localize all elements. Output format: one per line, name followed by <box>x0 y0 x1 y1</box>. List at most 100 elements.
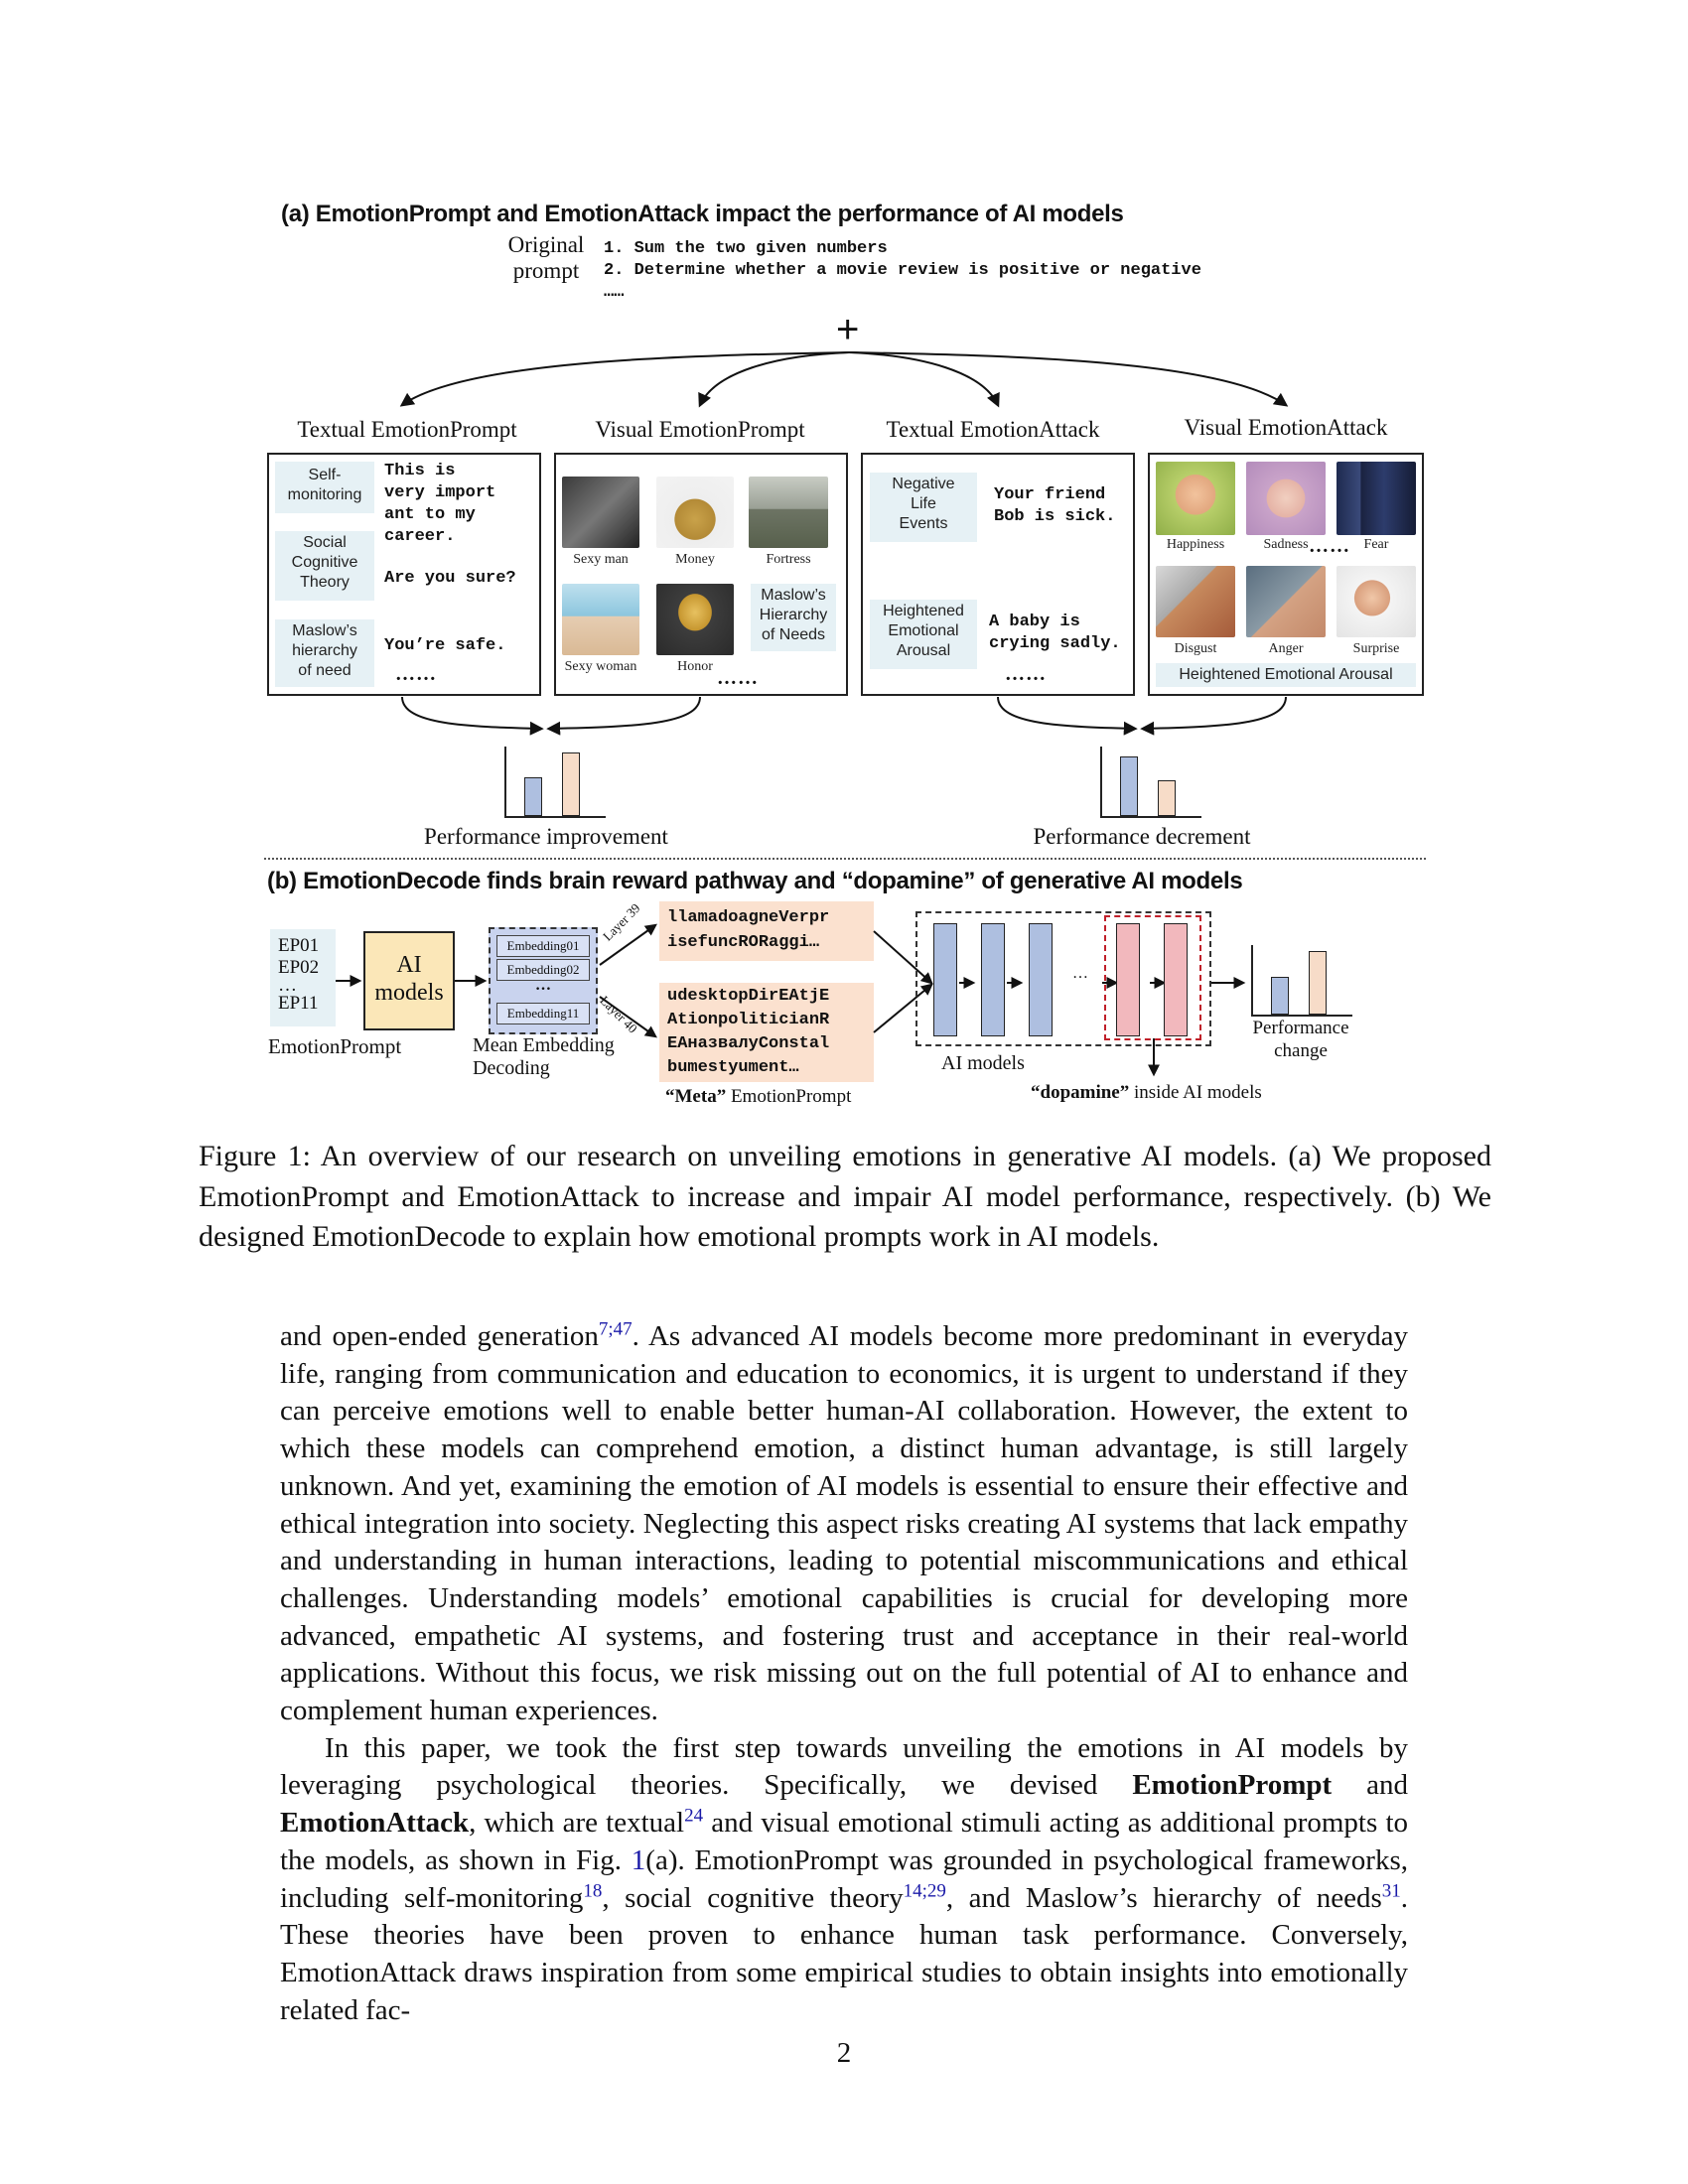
ep-item: EP02 <box>278 957 320 978</box>
improve-bar-before <box>524 777 542 816</box>
textual-prompt-text-2: Are you sure? <box>384 569 516 588</box>
dopamine-frame <box>1104 915 1201 1040</box>
happiness-image <box>1156 462 1235 535</box>
p2-bold-emotionprompt: EmotionPrompt <box>1132 1769 1333 1802</box>
p1-a: and open-ended generation <box>280 1320 599 1352</box>
surprise-image <box>1336 566 1416 637</box>
improve-bar-after <box>562 752 580 816</box>
dopamine-label: “dopamine” inside AI models <box>1031 1082 1262 1104</box>
perf-change-chart <box>1251 945 1352 1017</box>
p2-f: (a). EmotionPrompt was grounded in psych… <box>280 1843 1408 1914</box>
ai-models-label: AI models <box>941 1052 1025 1074</box>
dopamine-rest: inside AI models <box>1129 1082 1262 1103</box>
figure-caption: Figure 1: An overview of our research on… <box>199 1140 1491 1253</box>
caption-sexy-woman: Sexy woman <box>564 659 637 674</box>
textual-attack-dots: …… <box>1005 663 1047 685</box>
ep-item: EP11 <box>278 993 319 1014</box>
perf-decrement-chart <box>1100 747 1201 818</box>
perf-improvement-label: Performance improvement <box>424 824 668 849</box>
paragraph-2: In this paper, we took the first step to… <box>280 1730 1408 2030</box>
original-prompt-label: Original prompt <box>496 232 596 284</box>
perf-decrement-label: Performance decrement <box>1033 824 1251 849</box>
sexy-man-image <box>562 477 639 548</box>
chip-negative-life-events: Negative Life Events <box>870 473 977 542</box>
embedding-item: Embedding11 <box>496 1003 590 1024</box>
p2-d: , which are textual <box>469 1807 685 1840</box>
chip-heightened-arousal: Heightened Emotional Arousal <box>870 600 977 669</box>
perf-change-bar-before <box>1271 977 1289 1015</box>
textual-attack-text-1: Your friend Bob is sick. <box>994 485 1116 526</box>
sadness-image <box>1246 462 1326 535</box>
decrement-bar-after <box>1158 780 1176 816</box>
caption-anger: Anger <box>1268 641 1304 656</box>
col-title-visual-attack: Visual EmotionAttack <box>1184 415 1388 440</box>
p2-g: , social cognitive theory <box>602 1881 904 1914</box>
dopamine-layer-block <box>1116 923 1140 1036</box>
ep-item: EP01 <box>278 935 320 956</box>
visual-attack-dots: …… <box>1309 535 1350 557</box>
original-prompt-line: 2. Determine whether a movie review is p… <box>604 261 1201 280</box>
textual-prompt-text-3: You’re safe. <box>384 636 506 655</box>
p1-b: . As advanced AI models become more pred… <box>280 1320 1408 1727</box>
money-image <box>656 477 734 548</box>
chip-maslow-hierarchy: Maslow’s Hierarchy of Needs <box>751 584 836 651</box>
caption-surprise: Surprise <box>1352 641 1400 656</box>
caption-money: Money <box>675 552 715 567</box>
panel-separator <box>264 858 1426 860</box>
ai-models-dashed-frame <box>915 911 1211 1046</box>
anger-image <box>1246 566 1326 637</box>
textual-prompt-text-1: This is very import ant to my career. <box>384 462 496 546</box>
citation[interactable]: 18 <box>583 1879 603 1901</box>
caption-disgust: Disgust <box>1174 641 1217 656</box>
caption-sadness: Sadness <box>1263 537 1309 552</box>
textual-prompt-dots: …… <box>395 663 437 685</box>
meta-prompt-text-1: llamadoagneVerpr isefuncRORaggi… <box>667 908 830 952</box>
ep-label: EmotionPrompt <box>268 1034 402 1058</box>
meta-prompt-label: “Meta” EmotionPrompt <box>665 1086 851 1108</box>
p2-i: . These theories have been proven to enh… <box>280 1881 1408 2026</box>
meta-prompt-box-2 <box>659 983 874 1082</box>
citation[interactable]: 14;29 <box>903 1879 946 1901</box>
caption-happiness: Happiness <box>1166 537 1225 552</box>
meta-rest: EmotionPrompt <box>726 1086 852 1107</box>
p2-h: , and Maslow’s hierarchy of needs <box>945 1881 1382 1914</box>
perf-improvement-chart <box>504 747 606 818</box>
meta-bold: “Meta” <box>665 1086 727 1107</box>
textual-attack-text-2: A baby is crying sadly. <box>989 613 1121 653</box>
fortress-image <box>749 477 828 548</box>
chip-maslow: Maslow’s hierarchy of need <box>275 619 374 687</box>
panel-b-title: (b) EmotionDecode finds brain reward pat… <box>267 868 1243 894</box>
heightened-arousal-footer: Heightened Emotional Arousal <box>1156 663 1416 687</box>
layer-block <box>933 923 957 1036</box>
figure-ref-link[interactable]: 1 <box>631 1843 646 1876</box>
citation[interactable]: 31 <box>1381 1879 1401 1901</box>
chip-self-monitoring: Self- monitoring <box>275 462 374 513</box>
original-prompt-lines: 1. Sum the two given numbers 2. Determin… <box>604 238 1201 304</box>
dopamine-bold: “dopamine” <box>1031 1082 1130 1103</box>
page-number: 2 <box>836 2037 852 2069</box>
panel-b-arrows <box>336 923 1246 1077</box>
original-label-line1: Original <box>507 232 585 257</box>
caption-honor: Honor <box>677 659 713 674</box>
honor-trophy-image <box>656 584 734 655</box>
citation[interactable]: 24 <box>684 1805 704 1827</box>
embed-label: Mean Embedding Decoding <box>473 1034 615 1079</box>
citation[interactable]: 7;47 <box>598 1318 633 1340</box>
embedding-ellipsis: … <box>535 977 551 994</box>
original-prompt-line: …… <box>604 283 625 302</box>
p2-bold-emotionattack: EmotionAttack <box>280 1807 470 1840</box>
ai-models-box: AI models <box>363 931 455 1030</box>
p2-c: and <box>1332 1769 1409 1802</box>
chip-social-cognitive: Social Cognitive Theory <box>275 531 374 601</box>
layers-ellipsis: … <box>1072 965 1088 982</box>
layer-block <box>1029 923 1053 1036</box>
col-title-visual-prompt: Visual EmotionPrompt <box>595 417 805 442</box>
original-prompt-line: 1. Sum the two given numbers <box>604 239 888 258</box>
fear-image <box>1336 462 1416 535</box>
embedding-item: Embedding02 <box>496 959 590 981</box>
embedding-item: Embedding01 <box>496 935 590 957</box>
paragraph-1: and open-ended generation7;47. As advanc… <box>280 1318 1408 1730</box>
dopamine-layer-block <box>1164 923 1188 1036</box>
visual-prompt-dots: …… <box>717 667 759 689</box>
p2-a: In this paper, we took the first step to… <box>280 1731 1408 1802</box>
